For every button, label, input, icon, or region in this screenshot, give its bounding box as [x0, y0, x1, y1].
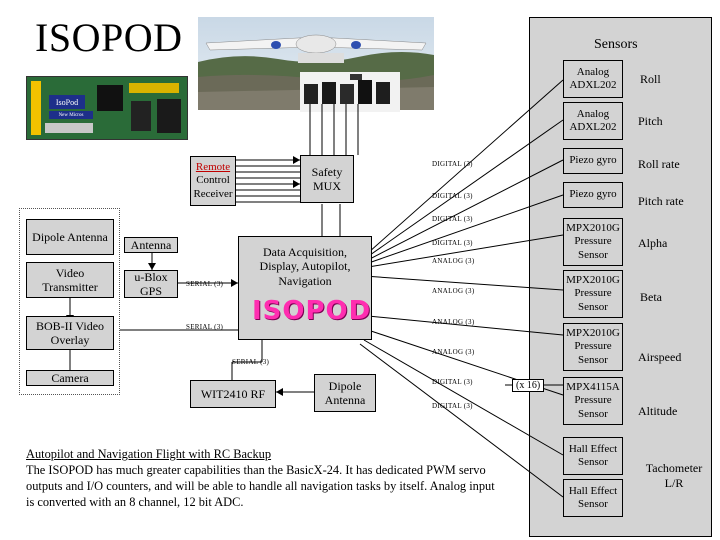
sensor-altitude-mpx: MPX4115A Pressure Sensor [563, 377, 623, 425]
sensor-label: MPX2010G Pressure Sensor [566, 222, 620, 261]
video-transmitter-block: Video Transmitter [26, 262, 114, 298]
signal-serial: SERIAL (3) [186, 323, 224, 331]
signal-digital: DIGITAL (3) [432, 160, 473, 168]
sensor-label: Hall Effect Sensor [568, 484, 618, 510]
signal-digital: DIGITAL (3) [432, 402, 473, 410]
dipole-antenna-block: Dipole Antenna [26, 219, 114, 255]
page-title: ISOPOD [35, 15, 183, 60]
sensor-label: Piezo gyro [569, 188, 617, 201]
caption: Autopilot and Navigation Flight with RC … [26, 446, 496, 510]
sensor-label: MPX4115A Pressure Sensor [566, 381, 620, 420]
caption-heading: Autopilot and Navigation Flight with RC … [26, 447, 272, 461]
sensors-heading: Sensors [594, 37, 638, 52]
isopod-logo: ISOPOD [252, 296, 372, 326]
measure-pitch-rate: Pitch rate [638, 194, 684, 208]
caption-body: The ISOPOD has much greater capabilities… [26, 463, 495, 509]
bob-overlay-block: BOB-II Video Overlay [26, 316, 114, 350]
sensor-pitch-adxl: Analog ADXL202 [563, 102, 623, 140]
sensor-label: MPX2010G Pressure Sensor [566, 327, 620, 366]
channel-count-badge: (x 16) [512, 379, 545, 392]
measure-alpha: Alpha [638, 236, 668, 250]
signal-serial: SERIAL (3) [186, 280, 224, 288]
sensor-hall-left: Hall Effect Sensor [563, 437, 623, 475]
measure-pitch: Pitch [638, 114, 663, 128]
measure-airspeed: Airspeed [638, 350, 682, 364]
sensor-roll-gyro: Piezo gyro [563, 148, 623, 174]
measure-tachometer: Tachometer L/R [645, 461, 703, 490]
antenna-label: Antenna [130, 237, 172, 252]
signal-digital: DIGITAL (3) [432, 215, 473, 223]
sensor-airspeed-mpx: MPX2010G Pressure Sensor [563, 323, 623, 371]
rc-remote-link[interactable]: Remote [195, 161, 231, 174]
measure-roll: Roll [640, 72, 661, 86]
wit-rf-label: WIT2410 RF [200, 386, 266, 401]
daq-block: Data Acquisition, Display, Autopilot, Na… [238, 236, 372, 340]
sensor-label: MPX2010G Pressure Sensor [566, 274, 620, 313]
daq-label: Data Acquisition, Display, Autopilot, Na… [259, 245, 351, 288]
sensor-label: Hall Effect Sensor [568, 442, 618, 468]
signal-analog: ANALOG (3) [432, 318, 475, 326]
rc-control-label: Control [196, 174, 230, 187]
signal-digital: DIGITAL (3) [432, 192, 473, 200]
sensor-roll-adxl: Analog ADXL202 [563, 60, 623, 98]
signal-analog: ANALOG (3) [432, 348, 475, 356]
board-sublabel: New Micros [49, 111, 93, 119]
sensor-pitch-gyro: Piezo gyro [563, 182, 623, 208]
gps-label: u-Blox GPS [134, 269, 168, 298]
signal-digital: DIGITAL (3) [432, 239, 473, 247]
rc-receiver-label: Receiver [193, 187, 233, 200]
signal-digital: DIGITAL (3) [432, 378, 473, 386]
sensor-hall-right: Hall Effect Sensor [563, 479, 623, 517]
video-group [19, 208, 120, 395]
rc-receiver-block: Remote Control Receiver [190, 156, 236, 206]
sensor-alpha-mpx: MPX2010G Pressure Sensor [563, 218, 623, 266]
sensor-label: Analog ADXL202 [569, 107, 617, 133]
signal-analog: ANALOG (3) [432, 287, 475, 295]
dipole-antenna-2-block: Dipole Antenna [314, 374, 376, 412]
signal-serial: SERIAL (3) [232, 358, 270, 366]
bob-overlay-label: BOB-II Video Overlay [35, 318, 105, 347]
board-label: IsoPod [49, 95, 85, 109]
camera-label: Camera [51, 370, 89, 385]
signal-analog: ANALOG (3) [432, 257, 475, 265]
dipole-antenna-2-label: Dipole Antenna [324, 378, 366, 407]
sensor-label: Analog ADXL202 [569, 65, 617, 91]
safety-mux-block: Safety MUX [300, 155, 354, 203]
gps-block: u-Blox GPS [124, 270, 178, 298]
measure-beta: Beta [640, 290, 662, 304]
measure-altitude: Altitude [638, 404, 678, 418]
safety-mux-label: Safety MUX [311, 164, 343, 193]
video-transmitter-label: Video Transmitter [42, 265, 98, 294]
camera-block: Camera [26, 370, 114, 386]
sensor-label: Piezo gyro [569, 154, 617, 167]
circuit-board-photo: IsoPod New Micros [26, 76, 188, 140]
measure-roll-rate: Roll rate [638, 157, 680, 171]
sensor-beta-mpx: MPX2010G Pressure Sensor [563, 270, 623, 318]
antenna-block: Antenna [124, 237, 178, 253]
servo-photo [300, 72, 400, 112]
dipole-antenna-label: Dipole Antenna [32, 229, 108, 244]
wit-rf-block: WIT2410 RF [190, 380, 276, 408]
